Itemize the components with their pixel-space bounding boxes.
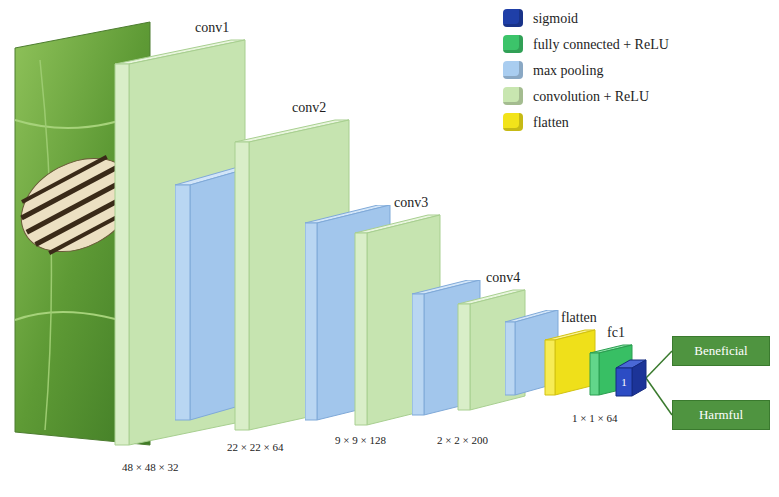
layer-name: conv2	[292, 98, 326, 118]
block-shape	[545, 330, 596, 396]
flatten-block: flatten	[545, 308, 595, 395]
dimension-label: 48 × 48 × 32	[122, 461, 178, 473]
layer-name: conv3	[394, 193, 428, 213]
dimension-label-holder: 1 × 1 × 64	[572, 408, 617, 426]
legend-swatch	[503, 35, 523, 53]
legend-row: flatten	[533, 113, 569, 132]
legend-text: sigmoid	[533, 11, 578, 26]
legend-swatch	[503, 61, 523, 79]
connector-line	[646, 378, 672, 415]
dimension-label-holder: 48 × 48 × 32	[122, 457, 178, 475]
dimension-label-holder: 9 × 9 × 128	[335, 430, 386, 448]
legend-swatch	[503, 113, 523, 131]
output-box: Beneficial	[672, 336, 770, 366]
legend-row: convolution + ReLU	[533, 87, 649, 106]
output-box: Harmful	[672, 400, 770, 430]
connector-line	[646, 351, 672, 378]
legend-row: max pooling	[533, 61, 603, 80]
dimension-label-holder: 22 × 22 × 64	[227, 437, 283, 455]
dimension-label: 2 × 2 × 200	[437, 434, 488, 446]
layer-name: conv4	[486, 268, 520, 288]
class-label: Beneficial	[694, 343, 747, 359]
layer-name: flatten	[561, 308, 597, 328]
dimension-label-holder: 2 × 2 × 200	[437, 430, 488, 448]
block-shape	[616, 360, 647, 397]
legend-row: fully connected + ReLU	[533, 35, 669, 54]
class-label: Harmful	[699, 407, 743, 423]
legend-text: max pooling	[533, 63, 603, 78]
legend-row: sigmoid	[533, 9, 578, 28]
dimension-label: 1 × 1 × 64	[572, 412, 617, 424]
legend-swatch	[503, 87, 523, 105]
layer-name: conv1	[195, 18, 229, 38]
legend-text: convolution + ReLU	[533, 89, 649, 104]
legend-swatch	[503, 9, 523, 27]
layer-name: fc1	[607, 323, 625, 343]
unit-count: 1	[616, 376, 632, 389]
sigmoid-block: 1	[616, 360, 646, 396]
legend-text: flatten	[533, 115, 569, 130]
dimension-label: 9 × 9 × 128	[335, 434, 386, 446]
dimension-label: 22 × 22 × 64	[227, 441, 283, 453]
legend-text: fully connected + ReLU	[533, 37, 669, 52]
